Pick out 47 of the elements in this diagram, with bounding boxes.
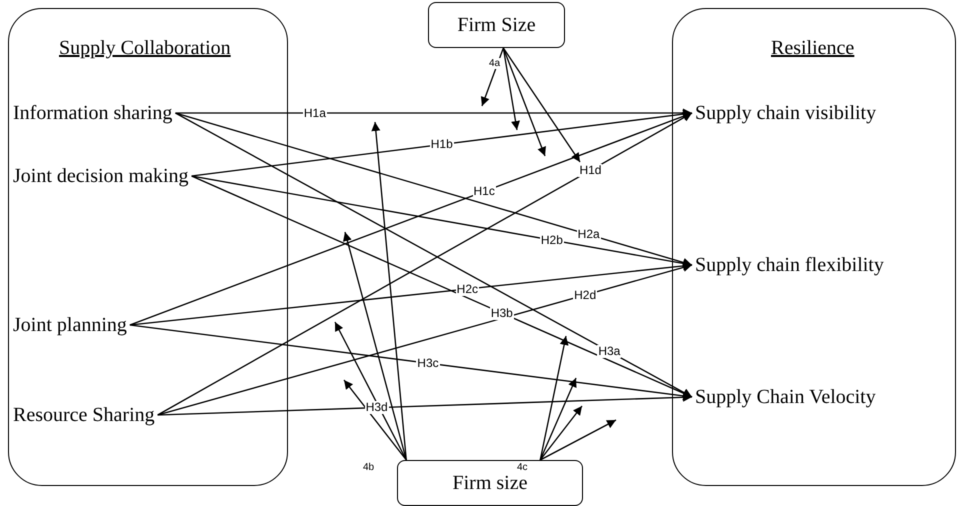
arrow (130, 261, 692, 326)
moderating-arrow (502, 48, 581, 162)
moderating-arrow (371, 122, 407, 460)
construct-label: Supply chain visibility (695, 101, 955, 127)
edge-label: H3b (490, 306, 514, 320)
group-panel (8, 8, 288, 486)
edge-label: H2a (576, 228, 601, 242)
moderating-arrow (540, 406, 583, 460)
construct-label: Resource Sharing (13, 403, 243, 429)
arrow (191, 110, 692, 177)
construct-label: Supply Chain Velocity (695, 385, 955, 411)
construct-label: Information sharing (13, 101, 263, 127)
arrow (130, 112, 692, 326)
moderating-arrow (540, 419, 616, 461)
construct-label: Joint decision making (13, 164, 213, 218)
edge-label: H2d (573, 288, 598, 302)
group-title: Supply Collaboration (59, 37, 231, 60)
arrow (158, 392, 692, 416)
moderator-box: Firm Size (428, 2, 565, 48)
arrow (191, 175, 692, 398)
edge-label: H3d (364, 401, 389, 414)
edge-label: H1a (302, 106, 327, 120)
moderating-arrow (502, 48, 546, 156)
moderator-label: 4c (516, 462, 529, 473)
construct-label: Joint planning (13, 313, 213, 339)
moderator-label: 4b (362, 462, 376, 473)
moderating-arrow (480, 48, 504, 106)
edge-label: H1c (472, 184, 496, 198)
edge-label: H2b (540, 234, 564, 247)
moderating-arrow (540, 336, 569, 460)
edge-label: H3a (597, 345, 622, 358)
moderating-arrow (502, 48, 520, 130)
moderating-arrow (343, 232, 407, 460)
arrow (191, 175, 692, 268)
moderating-arrow (540, 378, 577, 460)
arrow (130, 324, 692, 400)
group-title: Resilience (771, 37, 854, 60)
edge-label: H2c (456, 282, 479, 296)
moderating-arrow (334, 322, 407, 460)
edge-label: H1d (578, 164, 602, 178)
moderating-arrow (343, 380, 407, 460)
group-panel (672, 8, 956, 486)
edge-label: H3c (416, 356, 440, 370)
moderator-label: 4a (488, 58, 502, 69)
construct-label: Supply chain flexibility (695, 253, 955, 279)
arrow (157, 263, 692, 416)
edge-label: H1b (430, 138, 454, 152)
